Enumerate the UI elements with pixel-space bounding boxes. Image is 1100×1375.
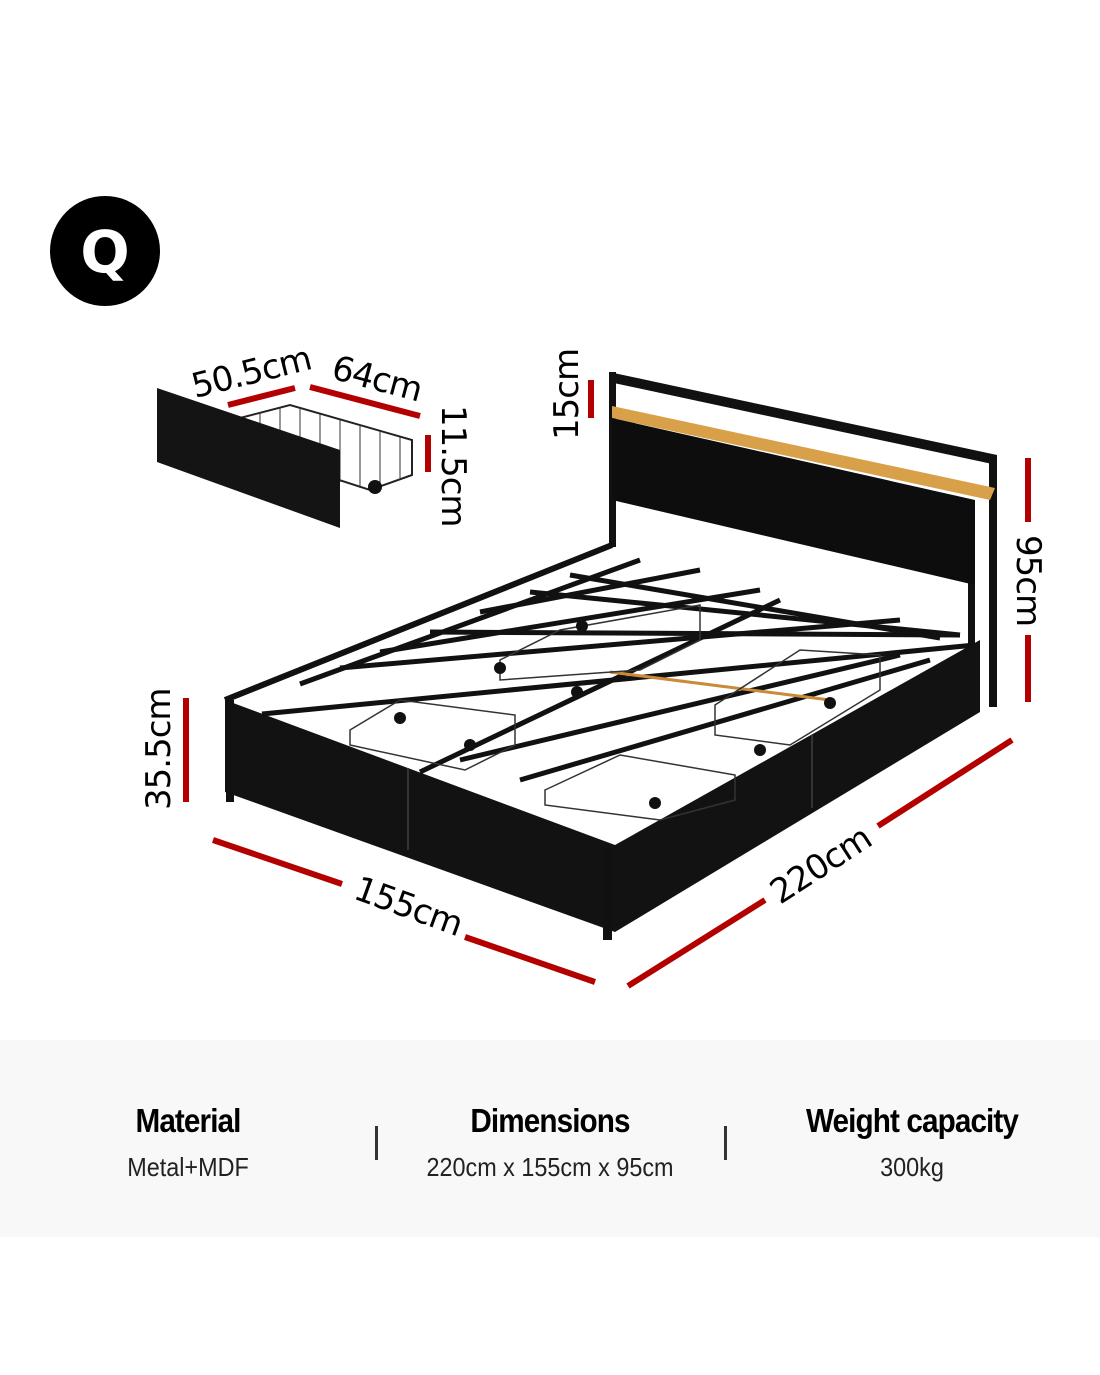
divider xyxy=(724,1126,727,1160)
drawer-depth-label: 64cm xyxy=(328,348,426,410)
product-diagram: Q xyxy=(50,196,1048,989)
spec-material: Material Metal+MDF xyxy=(38,1102,338,1183)
spec-band: Material Metal+MDF Dimensions 220cm x 15… xyxy=(0,1040,1100,1237)
spec-value: 220cm x 155cm x 95cm xyxy=(426,1152,674,1182)
drawer-illustration xyxy=(157,388,413,528)
bed-length-label: 220cm xyxy=(763,818,878,912)
spec-dimensions: Dimensions 220cm x 155cm x 95cm xyxy=(400,1102,700,1183)
badge-letter: Q xyxy=(80,218,129,286)
dimension-lines xyxy=(183,380,1031,989)
spec-value: Metal+MDF xyxy=(127,1152,249,1182)
spec-title: Material xyxy=(135,1102,241,1139)
bed-width-label: 155cm xyxy=(349,869,468,945)
divider xyxy=(375,1126,378,1160)
bed-illustration xyxy=(223,372,997,940)
spec-weight-capacity: Weight capacity 300kg xyxy=(762,1102,1062,1183)
drawer-height-label: 11.5cm xyxy=(433,405,473,527)
spec-title: Weight capacity xyxy=(805,1102,1019,1139)
spec-value: 300kg xyxy=(880,1152,944,1182)
spec-title: Dimensions xyxy=(470,1102,630,1139)
shelf-height-label: 15cm xyxy=(547,349,587,440)
model-badge: Q xyxy=(50,196,160,306)
base-height-label: 35.5cm xyxy=(139,688,179,810)
headboard-height-label: 95cm xyxy=(1008,535,1048,626)
